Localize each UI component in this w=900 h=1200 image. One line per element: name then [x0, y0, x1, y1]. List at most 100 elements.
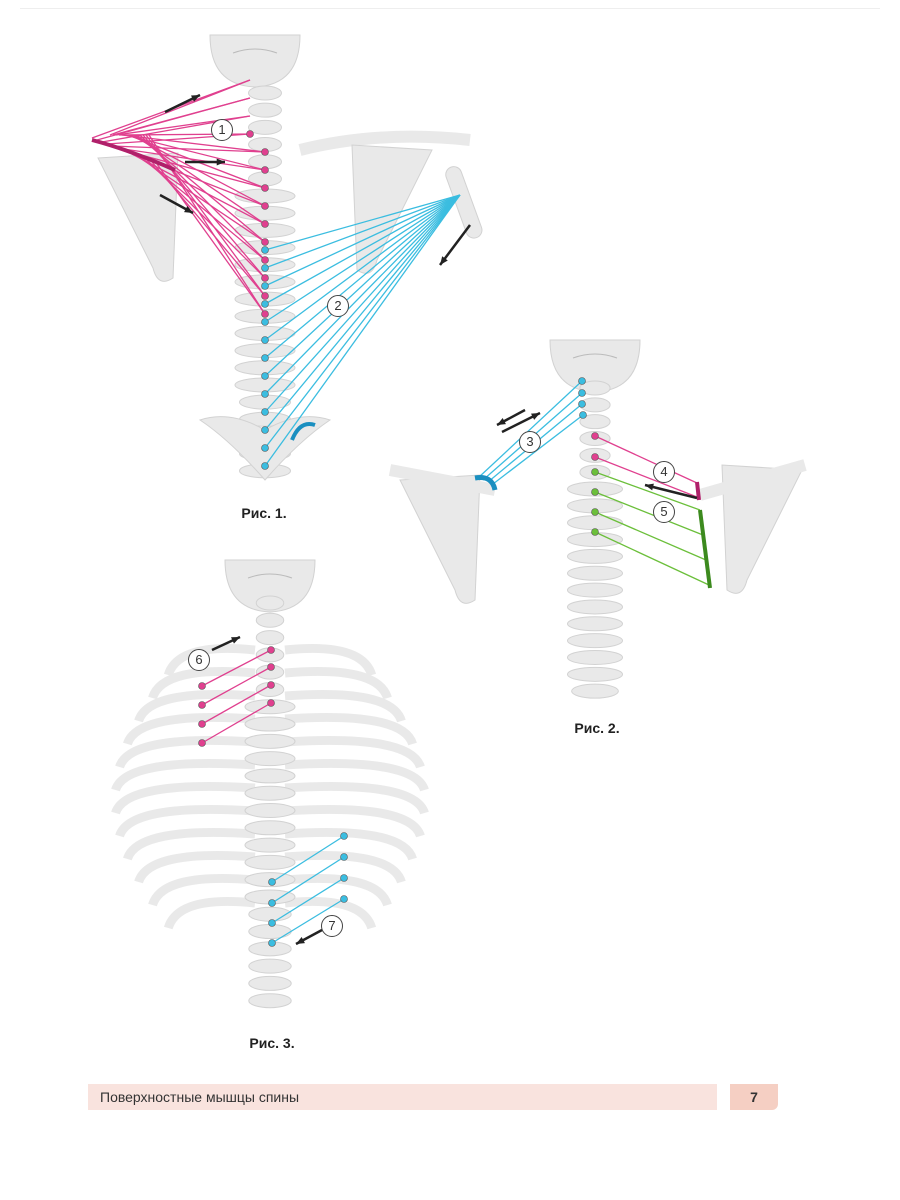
vertebra [567, 515, 623, 531]
attachment-point [267, 646, 275, 654]
latissimus-fiber [264, 194, 461, 359]
vertebra [244, 768, 296, 784]
rhomboid-minor-fiber [594, 456, 698, 498]
attachment-point [261, 372, 269, 380]
rib [284, 735, 425, 769]
figure-3-caption: Рис. 3. [249, 1035, 295, 1051]
trapezius-fiber [156, 163, 266, 315]
latissimus-fiber [264, 194, 461, 413]
vertebra [244, 733, 296, 749]
attachment-point [261, 246, 269, 254]
attachment-point [267, 681, 275, 689]
scapula [399, 474, 481, 604]
vertebra [244, 751, 296, 767]
trapezius-fiber [151, 161, 266, 297]
vertebra [248, 975, 292, 991]
rib [284, 804, 425, 838]
vertebra [244, 785, 296, 801]
attachment-point [261, 256, 269, 264]
attachment-point [261, 238, 269, 246]
vertebra [567, 565, 623, 581]
arrow-head [497, 417, 506, 425]
attachment-point [261, 390, 269, 398]
trapezius-fiber [112, 97, 251, 136]
vertebra [248, 993, 292, 1009]
attachment-point [261, 426, 269, 434]
vertebra [248, 958, 292, 974]
scapular-spine [388, 464, 497, 496]
attachment-point [261, 444, 269, 452]
skull-contour [247, 573, 293, 579]
attachment-point [198, 682, 206, 690]
serratus-inferior-fiber [271, 898, 345, 944]
vertebra [248, 924, 292, 940]
label-7-serratus-inferior: 7 [321, 915, 343, 937]
latissimus-fiber [264, 194, 461, 431]
latissimus-fiber [264, 194, 461, 269]
latissimus-fiber [264, 194, 461, 341]
skull [209, 34, 301, 88]
scapula [351, 144, 433, 274]
serratus-superior-fiber [201, 649, 272, 687]
attachment-point [591, 508, 599, 516]
latissimus-fiber [264, 194, 461, 395]
attachment-point [198, 701, 206, 709]
rib [115, 735, 256, 769]
rib [284, 827, 417, 861]
attachment-point [591, 488, 599, 496]
attachment-point [261, 354, 269, 362]
arrow-head [645, 483, 654, 491]
latissimus-fiber [264, 194, 461, 377]
attachment-point [340, 832, 348, 840]
attachment-point [261, 318, 269, 326]
vertebra [244, 854, 296, 870]
vertebra [244, 837, 296, 853]
rib [163, 896, 256, 930]
vertebra [579, 414, 611, 430]
trapezius-fiber [111, 145, 266, 153]
rhomboid-major-insertion [698, 509, 712, 589]
attachment-point [261, 220, 269, 228]
vertebra [579, 380, 611, 396]
vertebra [248, 102, 282, 118]
arrow-head [531, 413, 540, 420]
serratus-inferior-fiber [271, 877, 345, 924]
rib [284, 643, 377, 677]
figure-1-caption: Рис. 1. [241, 505, 287, 521]
iliac-insertion [290, 422, 316, 441]
rib [284, 850, 406, 884]
rib [284, 758, 429, 792]
top-rule [20, 8, 880, 9]
vertebra [567, 616, 623, 632]
levator-insertion [474, 475, 498, 491]
clavicle [298, 130, 471, 156]
vertebra [567, 599, 623, 615]
vertebra [234, 377, 296, 393]
rib [123, 712, 256, 746]
rib [115, 804, 256, 838]
serratus-inferior-fiber [271, 835, 345, 883]
rib [134, 850, 256, 884]
attachment-point [591, 453, 599, 461]
arrow-head [184, 205, 193, 213]
vertebra [567, 649, 623, 665]
rib [148, 666, 256, 700]
arrow-head [296, 936, 305, 944]
attachment-point [268, 899, 276, 907]
rib [284, 712, 417, 746]
page-number: 7 [730, 1084, 778, 1110]
levator-fiber [477, 380, 583, 479]
trapezius-fiber [131, 153, 266, 225]
arrow-head [191, 95, 200, 102]
arrow-head [440, 256, 448, 265]
attachment-point [268, 939, 276, 947]
label-1-trapezius: 1 [211, 119, 233, 141]
attachment-point [591, 468, 599, 476]
label-2-latissimus: 2 [327, 295, 349, 317]
rib [284, 666, 392, 700]
attachment-point [268, 919, 276, 927]
vertebra [248, 119, 282, 135]
rib [111, 758, 256, 792]
attachment-point [261, 148, 269, 156]
